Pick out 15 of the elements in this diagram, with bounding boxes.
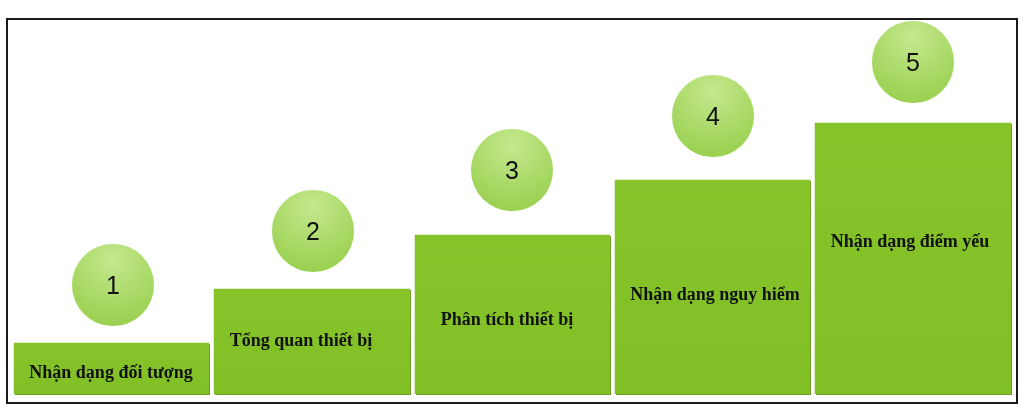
step-bar [214, 289, 410, 394]
step-label: Tổng quan thiết bị [229, 330, 373, 350]
step-bar [815, 123, 1011, 394]
step-label: Nhận dạng nguy hiểm [630, 284, 800, 304]
step-label: Phân tích thiết bị [440, 309, 574, 329]
step-label: Nhận dạng điểm yếu [830, 231, 990, 251]
step-number: 3 [505, 157, 519, 183]
step-number: 2 [306, 218, 320, 244]
step-number: 4 [706, 103, 720, 129]
step-bar [615, 180, 810, 394]
step-label: Nhận dạng đối tượng [29, 362, 193, 382]
step-number: 1 [106, 272, 120, 298]
step-bar [415, 235, 610, 394]
step-bar [14, 343, 209, 394]
step-number: 5 [906, 49, 920, 75]
